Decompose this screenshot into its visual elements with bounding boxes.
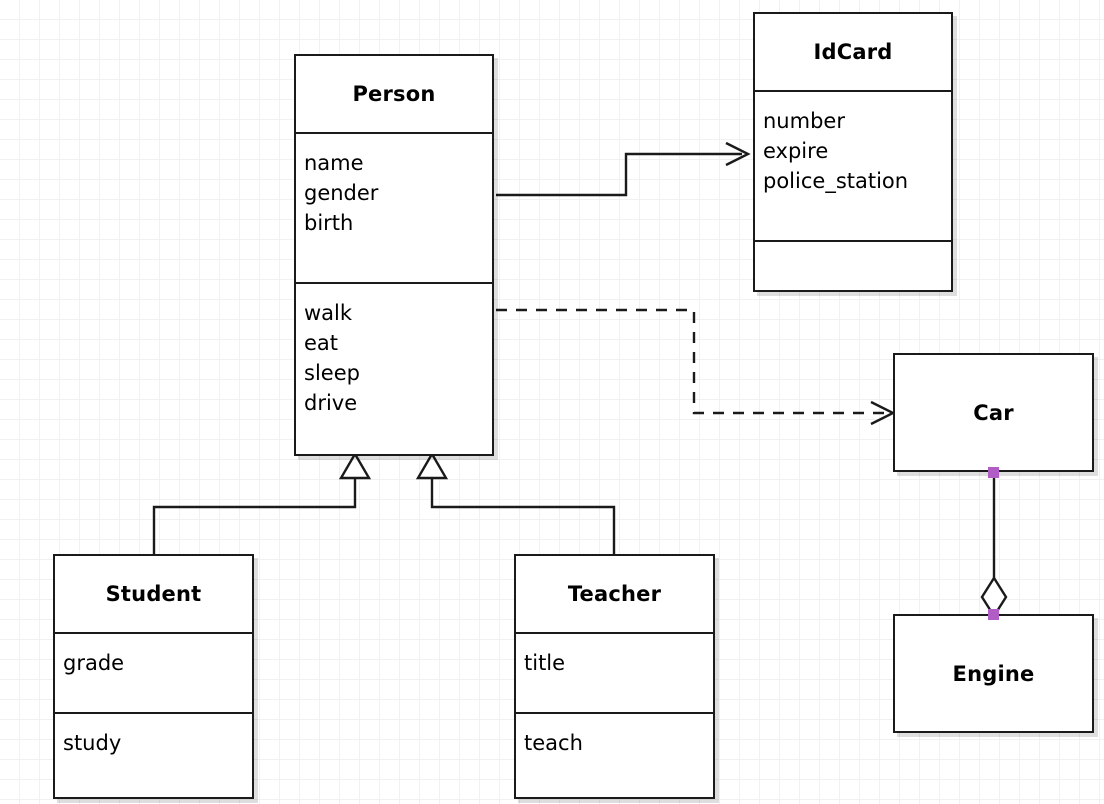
method-item: drive [304, 391, 358, 415]
class-title-student: Student [55, 556, 252, 632]
class-box-teacher[interactable]: Teacher title teach [514, 554, 715, 799]
attribute-item: grade [63, 651, 125, 675]
attribute-item: title [524, 651, 566, 675]
attribute-item: gender [304, 181, 379, 205]
edge-person-idcard[interactable] [496, 141, 751, 197]
edge-car-engine[interactable] [980, 472, 1008, 619]
class-attributes-teacher: title [516, 632, 713, 712]
class-title-car: Car [895, 355, 1092, 470]
class-attributes-student: grade [55, 632, 252, 712]
open-arrowhead-icon [725, 141, 751, 167]
class-title-idcard: IdCard [755, 14, 951, 90]
method-item: study [63, 731, 122, 755]
method-item: teach [524, 731, 583, 755]
class-methods-student: study [55, 712, 252, 797]
hollow-triangle-arrowhead-icon [415, 451, 449, 480]
edge-handle-car-end[interactable] [988, 467, 999, 478]
class-name-label: Engine [952, 661, 1035, 686]
attribute-item: number [763, 109, 845, 133]
class-name-label: Teacher [567, 582, 662, 606]
method-item: sleep [304, 361, 360, 385]
class-box-idcard[interactable]: IdCard number expire police_station [753, 12, 953, 292]
class-methods-person: walk eat sleep drive [296, 282, 492, 456]
class-methods-teacher: teach [516, 712, 713, 797]
method-item: walk [304, 301, 353, 325]
class-attributes-idcard: number expire police_station [755, 90, 951, 240]
edge-teacher-person[interactable] [415, 451, 616, 554]
open-arrowhead-icon [870, 400, 896, 426]
attribute-item: name [304, 151, 364, 175]
attribute-item: expire [763, 139, 829, 163]
edge-student-person[interactable] [152, 451, 372, 554]
hollow-triangle-arrowhead-icon [338, 451, 372, 480]
class-name-label: IdCard [813, 40, 893, 64]
class-box-person[interactable]: Person name gender birth walk eat sleep … [294, 54, 494, 456]
attribute-item: birth [304, 211, 354, 235]
class-name-label: Person [352, 82, 436, 106]
edge-handle-engine-end[interactable] [988, 609, 999, 620]
class-name-label: Car [973, 400, 1014, 425]
class-title-teacher: Teacher [516, 556, 713, 632]
method-item: eat [304, 331, 339, 355]
attribute-item: police_station [763, 169, 909, 193]
edge-person-car[interactable] [496, 308, 896, 426]
class-name-label: Student [105, 582, 202, 606]
class-attributes-person: name gender birth [296, 132, 492, 282]
class-box-car[interactable]: Car [893, 353, 1094, 472]
class-methods-idcard [755, 240, 951, 290]
class-box-engine[interactable]: Engine [893, 614, 1094, 733]
class-title-engine: Engine [895, 616, 1092, 731]
class-box-student[interactable]: Student grade study [53, 554, 254, 799]
class-title-person: Person [296, 56, 492, 132]
